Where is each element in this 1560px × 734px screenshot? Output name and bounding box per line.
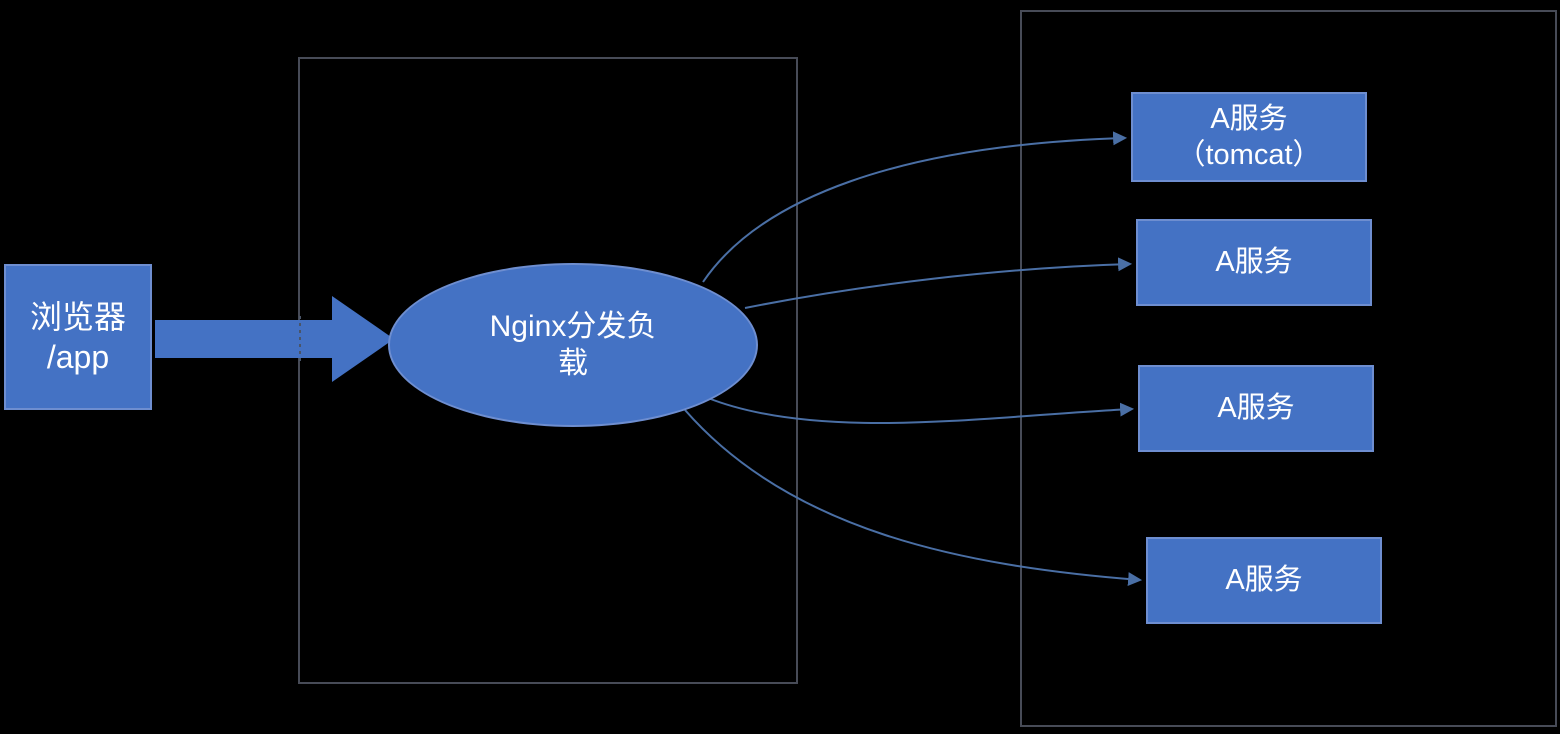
- client-box: 浏览器 /app: [4, 264, 152, 410]
- server-box-3: A服务: [1138, 365, 1374, 452]
- servers-container-rect: [1020, 10, 1557, 727]
- server-2-label-line1: A服务: [1215, 246, 1293, 279]
- server-box-4: A服务: [1146, 537, 1382, 624]
- client-label-line2: /app: [46, 339, 110, 375]
- load-balancer-ellipse: Nginx分发负 载: [388, 263, 758, 427]
- server-3-label-line1: A服务: [1217, 392, 1295, 425]
- server-4-label-line1: A服务: [1225, 564, 1303, 597]
- server-1-label-line1: A服务: [1210, 102, 1288, 135]
- server-box-2: A服务: [1136, 219, 1372, 306]
- load-balancer-label-line1: Nginx分发负: [489, 309, 657, 343]
- server-box-1: A服务 （tomcat）: [1131, 92, 1367, 182]
- server-1-label-line2: （tomcat）: [1176, 139, 1322, 171]
- client-label-line1: 浏览器: [29, 299, 126, 335]
- load-balancer-label-line2: 载: [558, 347, 588, 380]
